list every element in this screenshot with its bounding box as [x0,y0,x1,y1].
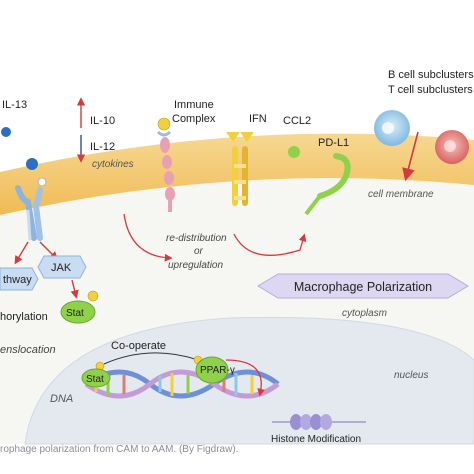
stat-cytoplasm [60,300,96,324]
b-cell-label: B cell subclusters [388,69,474,81]
nucleus-label: nucleus [394,370,428,381]
fc-receptor [156,130,175,212]
stat-nuclear [81,368,111,388]
redistribution-arc-left [123,213,173,262]
phosphorylation-label: horylation [0,311,48,323]
jak-box [37,255,87,279]
nucleus-region [24,316,474,445]
t-cell-nucleus [444,140,456,152]
translocation-label: enslocation [0,344,56,356]
il12-label: IL-12 [90,141,115,153]
b-cell-nucleus [382,122,394,134]
co-operate-label: Co-operate [111,340,166,352]
arrow-jak-to-stat [70,279,79,299]
ppar-label: PPAR-γ [200,365,235,376]
cytoplasm-label: cytoplasm [342,308,387,319]
macrophage-polarization-banner [257,273,469,299]
ppar-node [195,356,229,384]
histone-icon [272,414,366,430]
jak-label: JAK [51,262,72,274]
arrow-to-pathway [14,241,29,265]
dna-output-arrow [225,359,265,397]
t-cell-label: T cell subclusters [388,84,473,96]
dna-helix [84,369,280,399]
redistribution-label-1: re-distribution [166,233,227,244]
ccl2-ball [288,146,300,158]
co-operate-arc [103,352,199,365]
cell-membrane-label: cell membrane [368,189,434,200]
stat-nuclear-label: Stat [86,374,104,385]
ligand-dot [1,127,11,137]
redistribution-label-3: upregulation [168,260,223,271]
redistribution-arc-right [233,233,307,256]
phospho-dot [87,290,99,302]
immune-complex-ball [157,117,171,131]
il13-label: IL-13 [2,99,27,111]
ligand-white [37,177,47,187]
cell-signal-arrow [402,131,419,182]
macrophage-polarization-label: Macrophage Polarization [294,280,432,294]
il13-receptor [15,185,43,241]
il10-label: IL-10 [90,115,115,127]
cytokines-label: cytokines [92,159,134,170]
figure-caption: rophage polarization from CAM to AAM. (B… [0,444,239,455]
ifn-ligand [226,132,254,142]
pdl1-label: PD-L1 [318,137,349,149]
stat-label: Stat [66,308,84,319]
dna-label: DNA [50,393,73,405]
immune-complex-label-1: Immune [174,99,214,111]
ccl2-label: CCL2 [283,115,311,127]
ifn-label: IFN [249,113,267,125]
immune-complex-label-2: Complex [172,113,216,125]
pathway-box [0,267,39,291]
histone-modification-label: Histone Modification [271,434,361,445]
redistribution-label-2: or [194,246,204,257]
arrow-to-jak [39,241,58,260]
pdl1-receptor [304,153,351,216]
ifn-receptor [232,146,248,206]
pathway-label: thway [3,274,32,286]
ligand-blue [26,158,38,170]
